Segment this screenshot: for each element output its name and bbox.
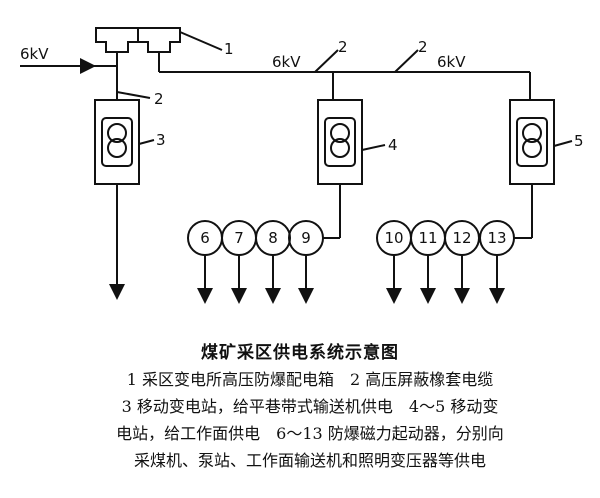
callout-2a: 2 — [338, 38, 348, 56]
mobile-substation-4 — [317, 99, 386, 239]
starter-labels-b: 10 11 12 13 — [384, 229, 506, 247]
mobile-substation-5 — [509, 99, 573, 239]
callout-1: 1 — [224, 40, 234, 58]
hv-cable-bus — [116, 49, 531, 100]
callout-labels: 1 6kV 2 6kV 2 2 — [154, 38, 466, 108]
starter-group-a — [187, 220, 324, 304]
caption-line-4: 采煤机、泵站、工作面输送机和照明变压器等供电 — [133, 451, 486, 470]
switchgear-1 — [88, 27, 223, 100]
figure-title: 煤矿采区供电系统示意图 — [201, 343, 399, 363]
callout-5: 5 — [574, 132, 584, 150]
starter-10: 10 — [384, 229, 403, 247]
caption-line-3: 电站，给工作面供电 6～13 防爆磁力起动器，分别向 — [116, 424, 504, 443]
callout-4: 4 — [388, 136, 398, 154]
callout-2b: 2 — [418, 38, 428, 56]
starter-11: 11 — [418, 229, 437, 247]
starter-group-b — [376, 220, 515, 304]
starter-7: 7 — [234, 229, 244, 247]
source-voltage-label: 6kV — [20, 45, 49, 63]
incoming-feed: 6kV — [20, 45, 96, 74]
starter-12: 12 — [452, 229, 471, 247]
voltage-label-b: 6kV — [437, 53, 466, 71]
starter-9: 9 — [301, 229, 311, 247]
starter-8: 8 — [268, 229, 278, 247]
callout-2c: 2 — [154, 90, 164, 108]
caption-line-2: 3 移动变电站，给平巷带式输送机供电 4～5 移动变 — [121, 397, 499, 416]
callout-3: 3 — [156, 131, 166, 149]
power-supply-diagram: 6kV 1 6kV 2 6kV 2 2 3 — [20, 27, 584, 304]
starter-labels-a: 6 7 8 9 — [200, 229, 311, 247]
mobile-substation-3 — [94, 99, 155, 300]
figure-caption: 1 采区变电所高压防爆配电箱 2 高压屏蔽橡套电缆 3 移动变电站，给平巷带式输… — [50, 366, 570, 474]
caption-line-1: 1 采区变电所高压防爆配电箱 2 高压屏蔽橡套电缆 — [126, 370, 494, 389]
starter-6: 6 — [200, 229, 210, 247]
starter-13: 13 — [487, 229, 506, 247]
voltage-label-a: 6kV — [272, 53, 301, 71]
